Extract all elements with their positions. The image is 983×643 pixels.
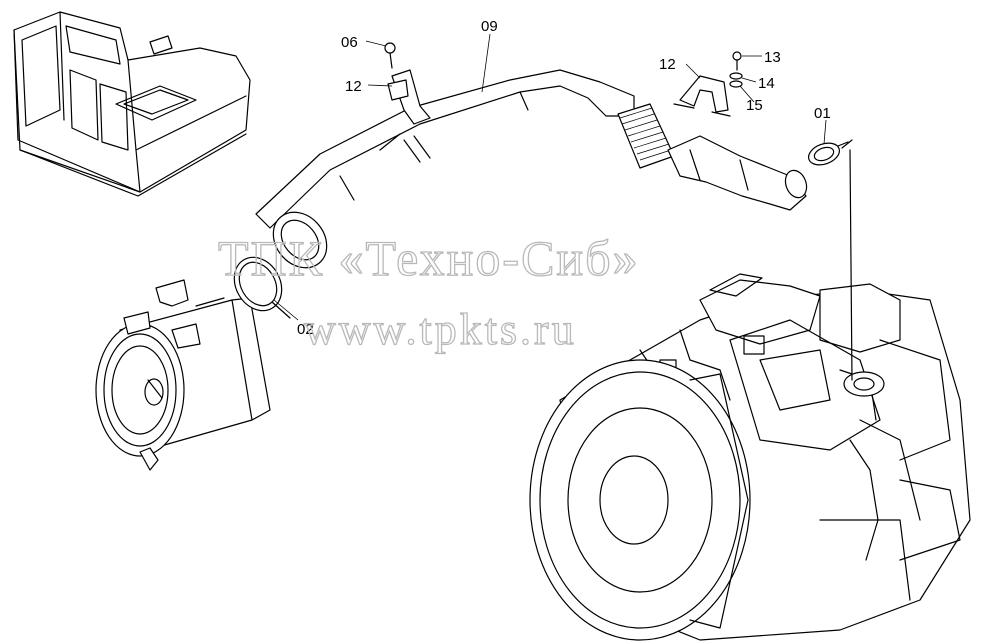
watermark: ТПК «Техно-Сиб» www.tpkts.ru bbox=[217, 229, 640, 354]
bracket-12-upper bbox=[384, 42, 431, 125]
leader-lines bbox=[273, 33, 827, 321]
bracket-12-lower bbox=[673, 51, 743, 117]
label-part-15: 15 bbox=[746, 97, 763, 114]
label-part-01: 01 bbox=[814, 105, 831, 122]
part-labels: 06 12 09 12 13 14 15 01 02 bbox=[297, 18, 831, 338]
clamp-02 bbox=[233, 256, 291, 319]
label-part-02: 02 bbox=[297, 321, 314, 338]
intake-pipe-09 bbox=[255, 69, 808, 269]
watermark-line-2: www.tpkts.ru bbox=[304, 305, 577, 354]
excavator-thumbnail bbox=[13, 11, 251, 197]
air-cleaner bbox=[95, 279, 271, 471]
flywheel bbox=[529, 359, 751, 641]
label-part-12-lower: 12 bbox=[659, 56, 676, 73]
label-part-14: 14 bbox=[758, 75, 775, 92]
clamp-01 bbox=[807, 141, 849, 166]
watermark-line-1: ТПК «Техно-Сиб» bbox=[218, 230, 640, 286]
label-part-09: 09 bbox=[481, 18, 498, 35]
label-part-13: 13 bbox=[764, 49, 781, 66]
label-part-06: 06 bbox=[341, 34, 358, 51]
label-part-12-upper: 12 bbox=[345, 78, 362, 95]
